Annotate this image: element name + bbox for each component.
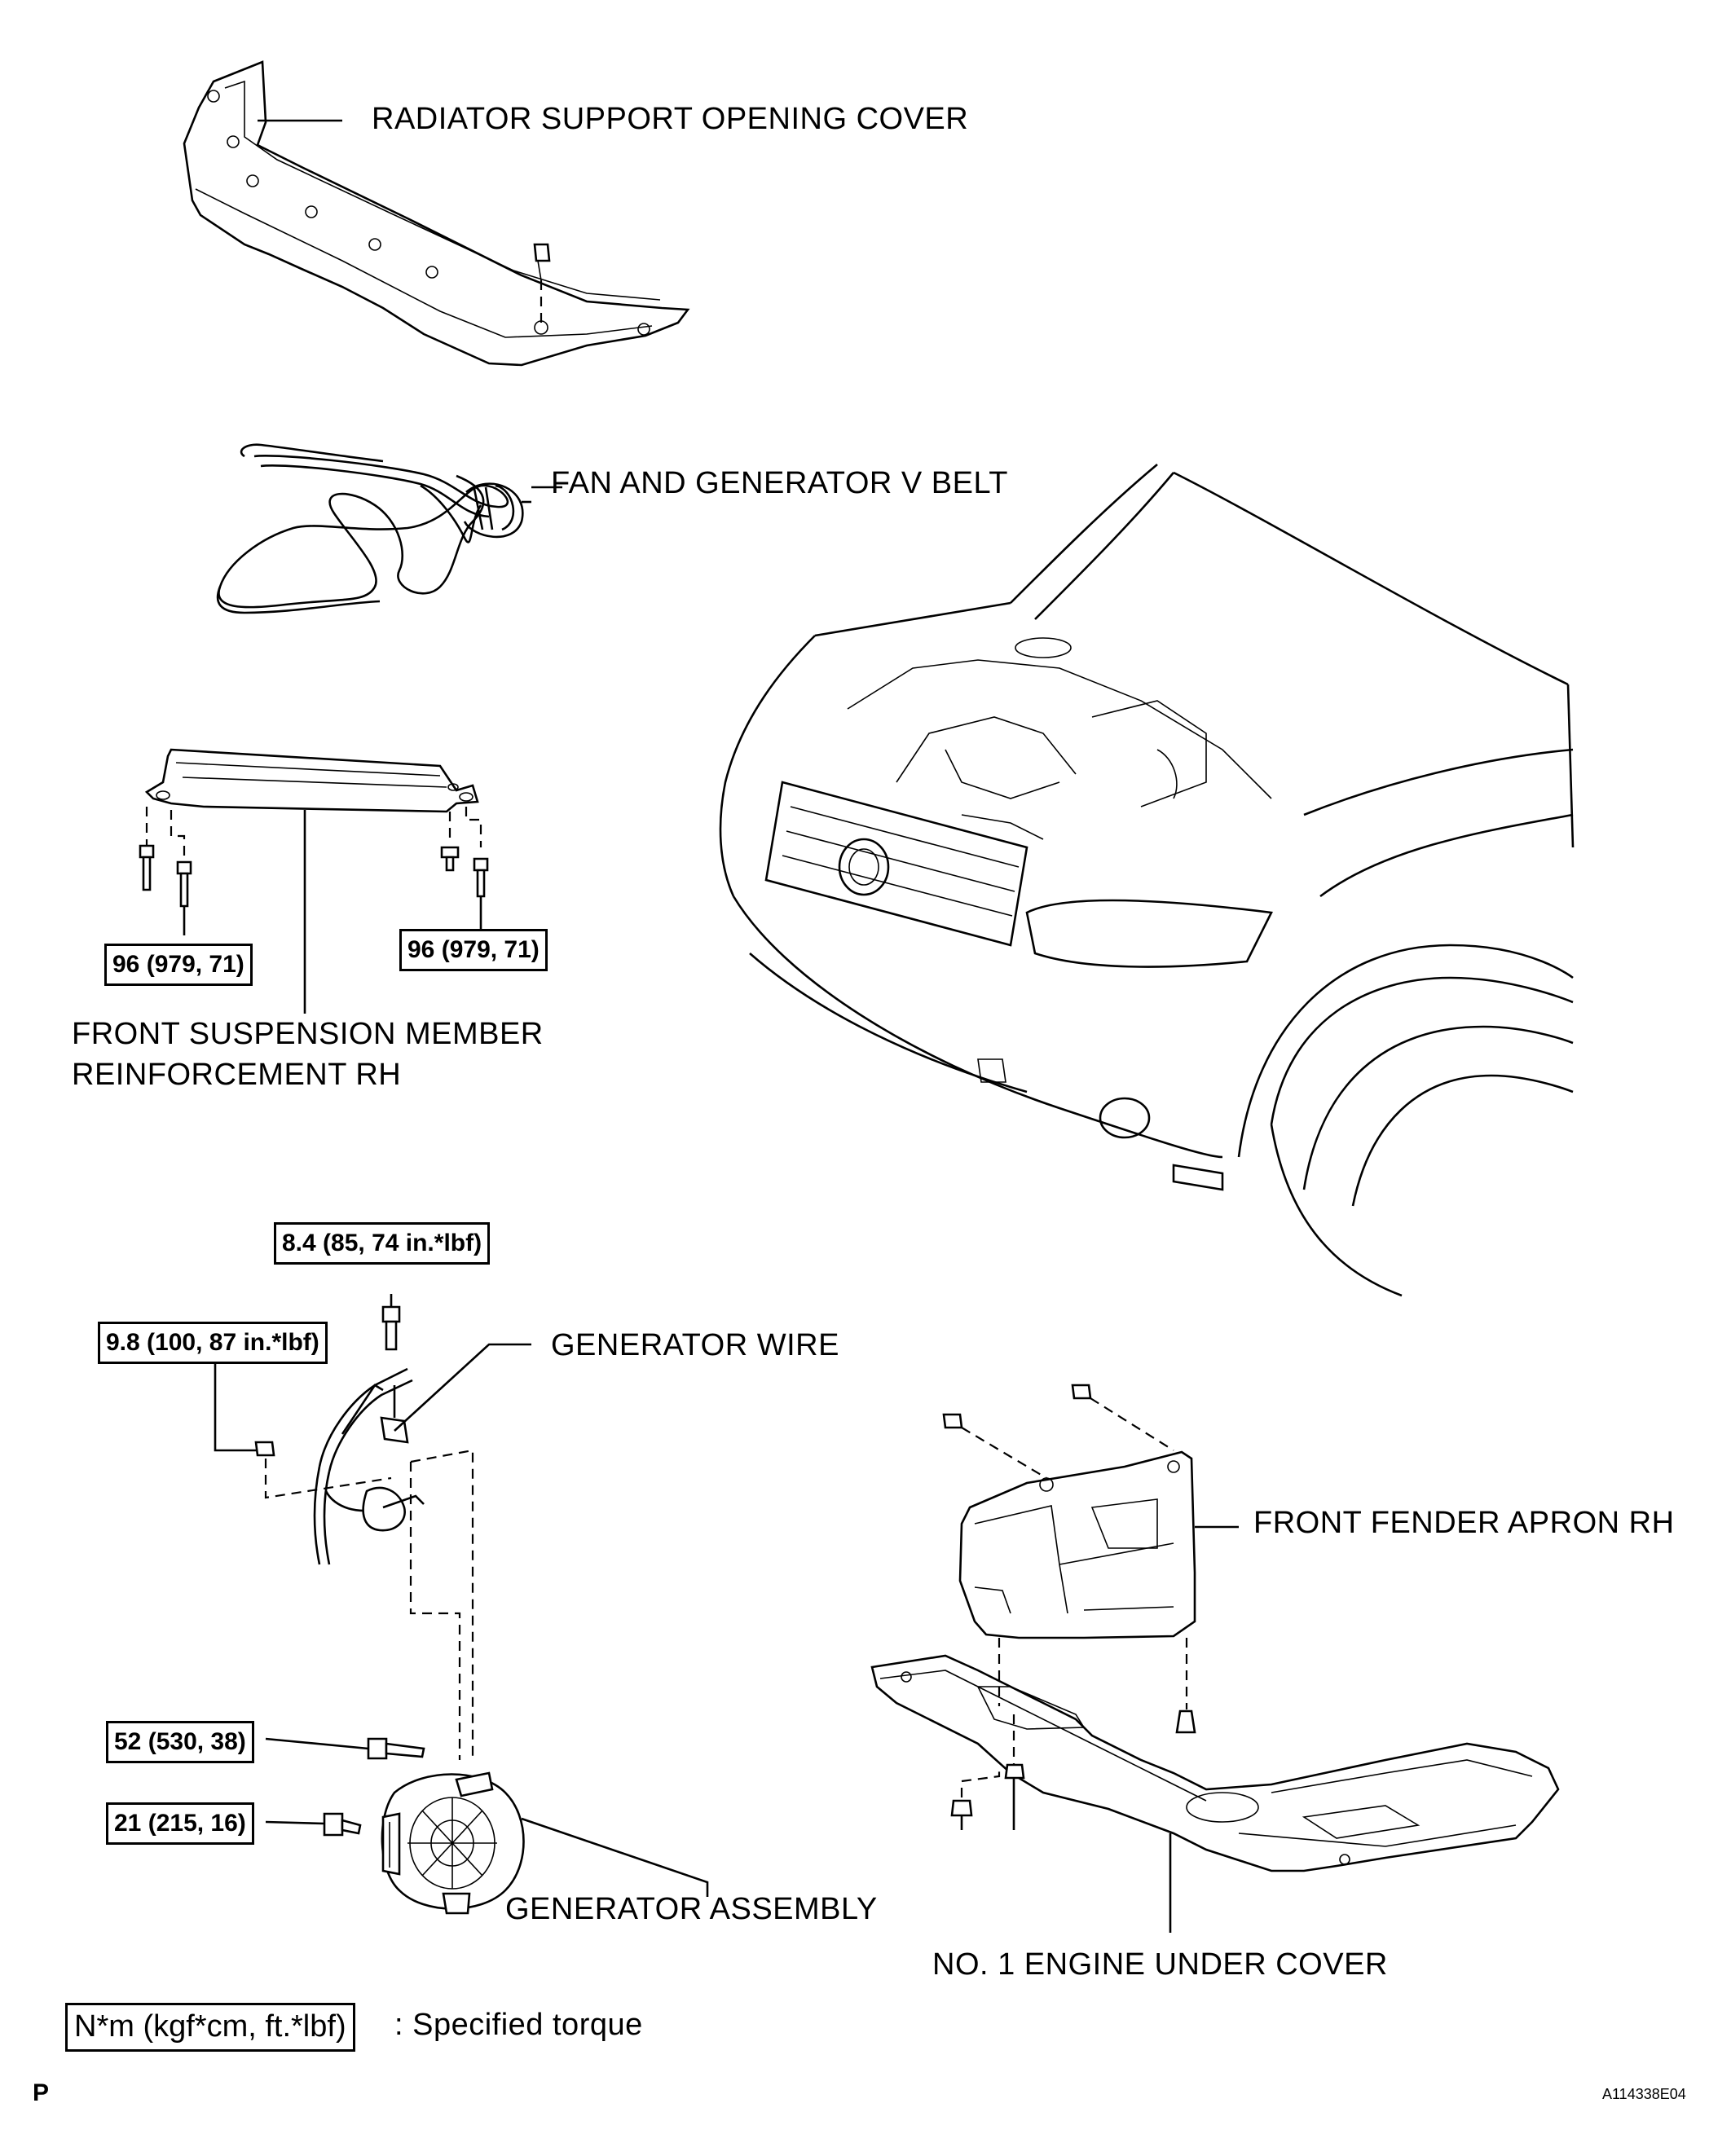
torque-generator-upper-bolt: 52 (530, 38) — [106, 1721, 254, 1763]
fan-generator-v-belt-label: FAN AND GENERATOR V BELT — [551, 466, 1009, 500]
torque-legend-unit: N*m (kgf*cm, ft.*lbf) — [65, 2003, 355, 2052]
front-fender-apron-rh-part — [942, 1384, 1239, 1734]
generator-assembly-part — [265, 1737, 709, 1915]
front-suspension-member-reinforcement-part — [139, 748, 489, 1014]
fan-generator-v-belt-part — [216, 443, 562, 614]
engine-under-cover-label: NO. 1 ENGINE UNDER COVER — [932, 1947, 1388, 1982]
generator-wire-label: GENERATOR WIRE — [551, 1328, 839, 1362]
torque-suspension-right: 96 (979, 71) — [399, 929, 548, 971]
torque-generator-wire-bolt: 8.4 (85, 74 in.*lbf) — [274, 1222, 491, 1265]
torque-generator-wire-nut: 9.8 (100, 87 in.*lbf) — [98, 1322, 328, 1364]
torque-suspension-left: 96 (979, 71) — [104, 944, 253, 986]
radiator-support-opening-cover-label: RADIATOR SUPPORT OPENING COVER — [372, 102, 969, 136]
engine-under-cover-part — [870, 1638, 1560, 1933]
generator-assembly-label: GENERATOR ASSEMBLY — [505, 1892, 878, 1926]
vehicle-front-outline — [719, 464, 1575, 1297]
generator-wire-part — [214, 1294, 531, 1760]
radiator-support-opening-cover-part — [183, 60, 690, 367]
figure-id: A114338E04 — [1602, 2086, 1686, 2102]
torque-generator-lower-bolt: 21 (215, 16) — [106, 1802, 254, 1845]
torque-legend-description: : Specified torque — [394, 2008, 643, 2042]
front-suspension-member-label-line2: REINFORCEMENT RH — [72, 1058, 402, 1092]
front-fender-apron-rh-label: FRONT FENDER APRON RH — [1253, 1506, 1675, 1540]
footer-mark: P — [33, 2079, 50, 2106]
front-suspension-member-label-line1: FRONT SUSPENSION MEMBER — [72, 1017, 544, 1051]
